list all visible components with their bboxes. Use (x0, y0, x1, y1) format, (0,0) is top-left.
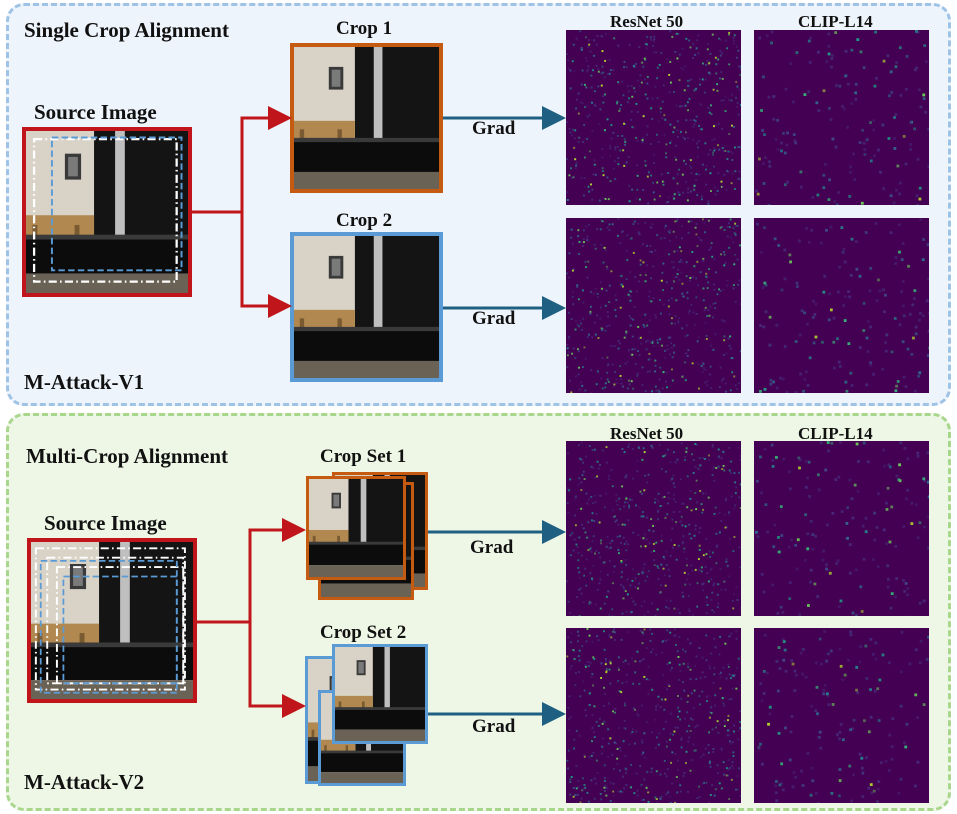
crop1-image (290, 43, 443, 193)
resnet-heatmap-bottom-2 (566, 628, 741, 803)
gradient-heatmap (755, 441, 929, 616)
piano-photo (294, 47, 439, 189)
grad-label-bottom-1: Grad (470, 537, 514, 558)
crop2-image (290, 232, 443, 382)
gradient-heatmap (566, 218, 741, 393)
source-image-label: Source Image (34, 100, 157, 124)
method-label-v2: M-Attack-V2 (24, 770, 145, 794)
clip-heatmap-bottom-1 (754, 441, 929, 616)
gradient-heatmap (566, 628, 741, 803)
piano-photo (294, 236, 439, 378)
multi-crop-title: Multi-Crop Alignment (26, 444, 229, 468)
gradient-heatmap (755, 30, 929, 205)
source-image-label-bottom: Source Image (44, 511, 167, 535)
piano-photo (26, 131, 188, 293)
crop2-label: Crop 2 (336, 210, 393, 231)
piano-photo (309, 479, 403, 577)
crop1-label: Crop 1 (336, 18, 393, 39)
source-image-bottom (27, 538, 197, 703)
cropset2-label: Crop Set 2 (320, 622, 407, 643)
resnet-heatmap-bottom-1 (566, 441, 741, 616)
gradient-heatmap (566, 30, 741, 205)
source-image-top (22, 127, 192, 297)
method-label-v1: M-Attack-V1 (24, 370, 145, 394)
clip-heatmap-top-2 (754, 218, 929, 393)
single-crop-title: Single Crop Alignment (24, 18, 229, 42)
gradient-heatmap (566, 441, 741, 616)
resnet-heatmap-top-1 (566, 30, 741, 205)
grad-label-bottom-2: Grad (472, 716, 516, 737)
resnet-column-label-top: ResNet 50 (610, 12, 684, 31)
cropset1-label: Crop Set 1 (320, 446, 407, 467)
clip-column-label-top: CLIP-L14 (798, 12, 873, 31)
clip-heatmap-bottom-2 (754, 628, 929, 803)
resnet-heatmap-top-2 (566, 218, 741, 393)
grad-label-top-1: Grad (472, 118, 516, 139)
grad-label-top-2: Grad (472, 308, 516, 329)
clip-heatmap-top-1 (754, 30, 929, 205)
resnet-column-label-bottom: ResNet 50 (610, 424, 684, 443)
gradient-heatmap (757, 630, 929, 803)
cropset1-front (306, 476, 406, 580)
piano-photo (335, 647, 425, 741)
cropset2-front (332, 644, 428, 744)
gradient-heatmap (756, 218, 929, 393)
clip-column-label-bottom: CLIP-L14 (798, 424, 873, 443)
piano-photo (31, 542, 193, 699)
